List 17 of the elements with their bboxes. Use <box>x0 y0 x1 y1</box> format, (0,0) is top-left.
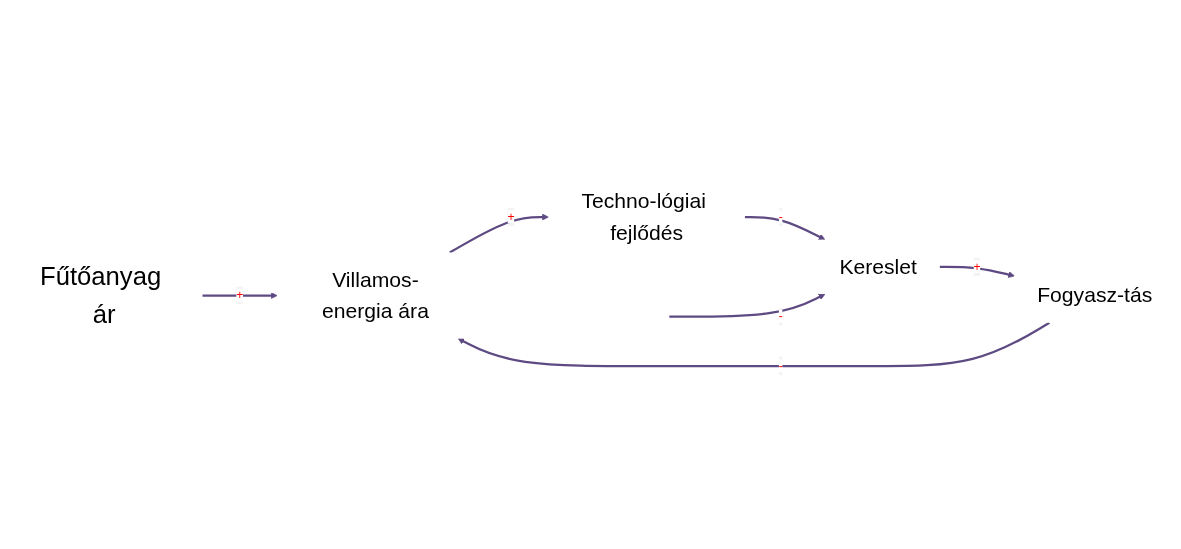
arrow <box>744 215 826 240</box>
edge-label: - <box>778 359 783 373</box>
node-text: Techno-lógiai fejlődés <box>581 189 706 245</box>
node-text: Fogyasz-tás <box>1037 283 1153 307</box>
arrow <box>202 292 278 299</box>
edge-label: - <box>778 210 783 223</box>
edge-label: + <box>507 210 515 223</box>
node-text: Villamos-energia ára <box>321 267 429 323</box>
arrow <box>457 321 1050 368</box>
arrow <box>449 213 549 254</box>
node-text: Fűtőanyag ár <box>39 261 162 329</box>
arrow <box>939 265 1015 278</box>
edge-label: + <box>236 288 244 302</box>
node-text: Kereslet <box>839 254 917 279</box>
edge-label: + <box>973 259 981 273</box>
edge-label: - <box>778 309 783 323</box>
arrow <box>669 293 826 318</box>
